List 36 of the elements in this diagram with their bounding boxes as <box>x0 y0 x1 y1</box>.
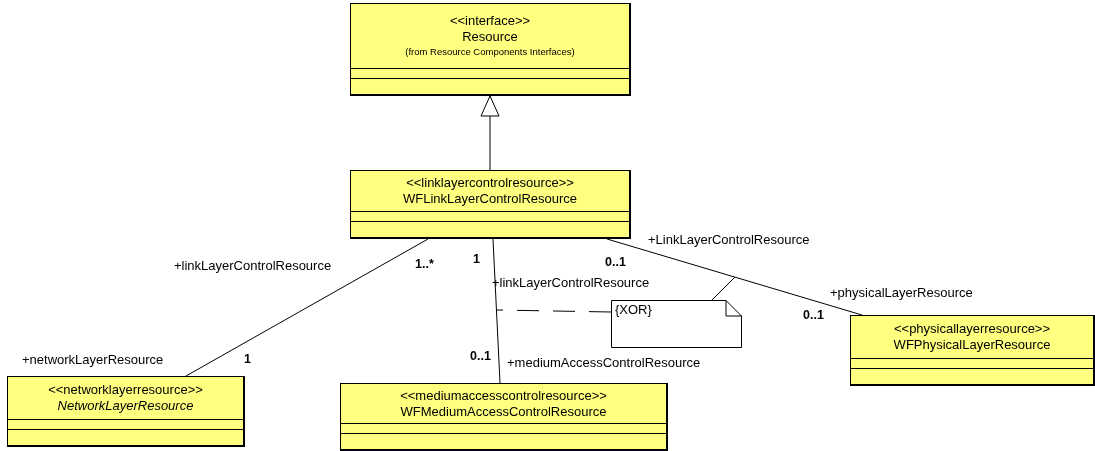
class-name: WFLinkLayerControlResource <box>402 191 578 207</box>
multiplicity-label: 0..1 <box>803 308 824 323</box>
role-name-label: +networkLayerResource <box>22 352 164 367</box>
role-name-label: +LinkLayerControlResource <box>648 232 810 247</box>
role-name-label: +physicalLayerResource <box>830 285 973 300</box>
constraint-text: {XOR} <box>615 302 652 318</box>
class-name: Resource <box>462 29 518 45</box>
stereotype-label: <<linklayercontrolresource>> <box>406 175 574 191</box>
abstract-class-box <box>7 376 245 447</box>
association-line <box>185 238 429 377</box>
class-box <box>850 315 1095 386</box>
role-name-label: +linkLayerControlResource <box>492 275 650 290</box>
multiplicity-label: 1..* <box>415 257 434 272</box>
association-line <box>606 238 863 316</box>
class-name: WFMediumAccessControlResource <box>400 403 607 420</box>
multiplicity-label: 0..1 <box>605 255 626 270</box>
package-note: (from Resource Components Interfaces) <box>405 45 575 59</box>
constraint-anchor-line <box>496 309 612 313</box>
role-name-label: +mediumAccessControlResource <box>507 355 701 370</box>
generalization-arrow <box>480 95 500 171</box>
role-name-label: +linkLayerControlResource <box>174 258 332 273</box>
association-line <box>492 238 501 384</box>
constraint-anchor-line <box>711 276 736 301</box>
multiplicity-label: 0..1 <box>470 349 491 364</box>
multiplicity-label: 1 <box>244 352 251 367</box>
multiplicity-label: 1 <box>473 252 480 267</box>
stereotype-label: <<mediumaccesscontrolresource>> <box>400 387 607 404</box>
stereotype-label: <<physicallayerresource>> <box>893 321 1051 337</box>
class-name: NetworkLayerResource <box>57 398 194 414</box>
class-name: WFPhysicalLayerResource <box>893 337 1051 353</box>
stereotype-label: <<networklayerresource>> <box>48 382 203 398</box>
class-box <box>350 170 631 239</box>
class-box <box>340 383 668 451</box>
interface-class-box <box>350 3 631 96</box>
stereotype-label: <<interface>> <box>449 13 531 29</box>
note-box <box>611 300 742 348</box>
